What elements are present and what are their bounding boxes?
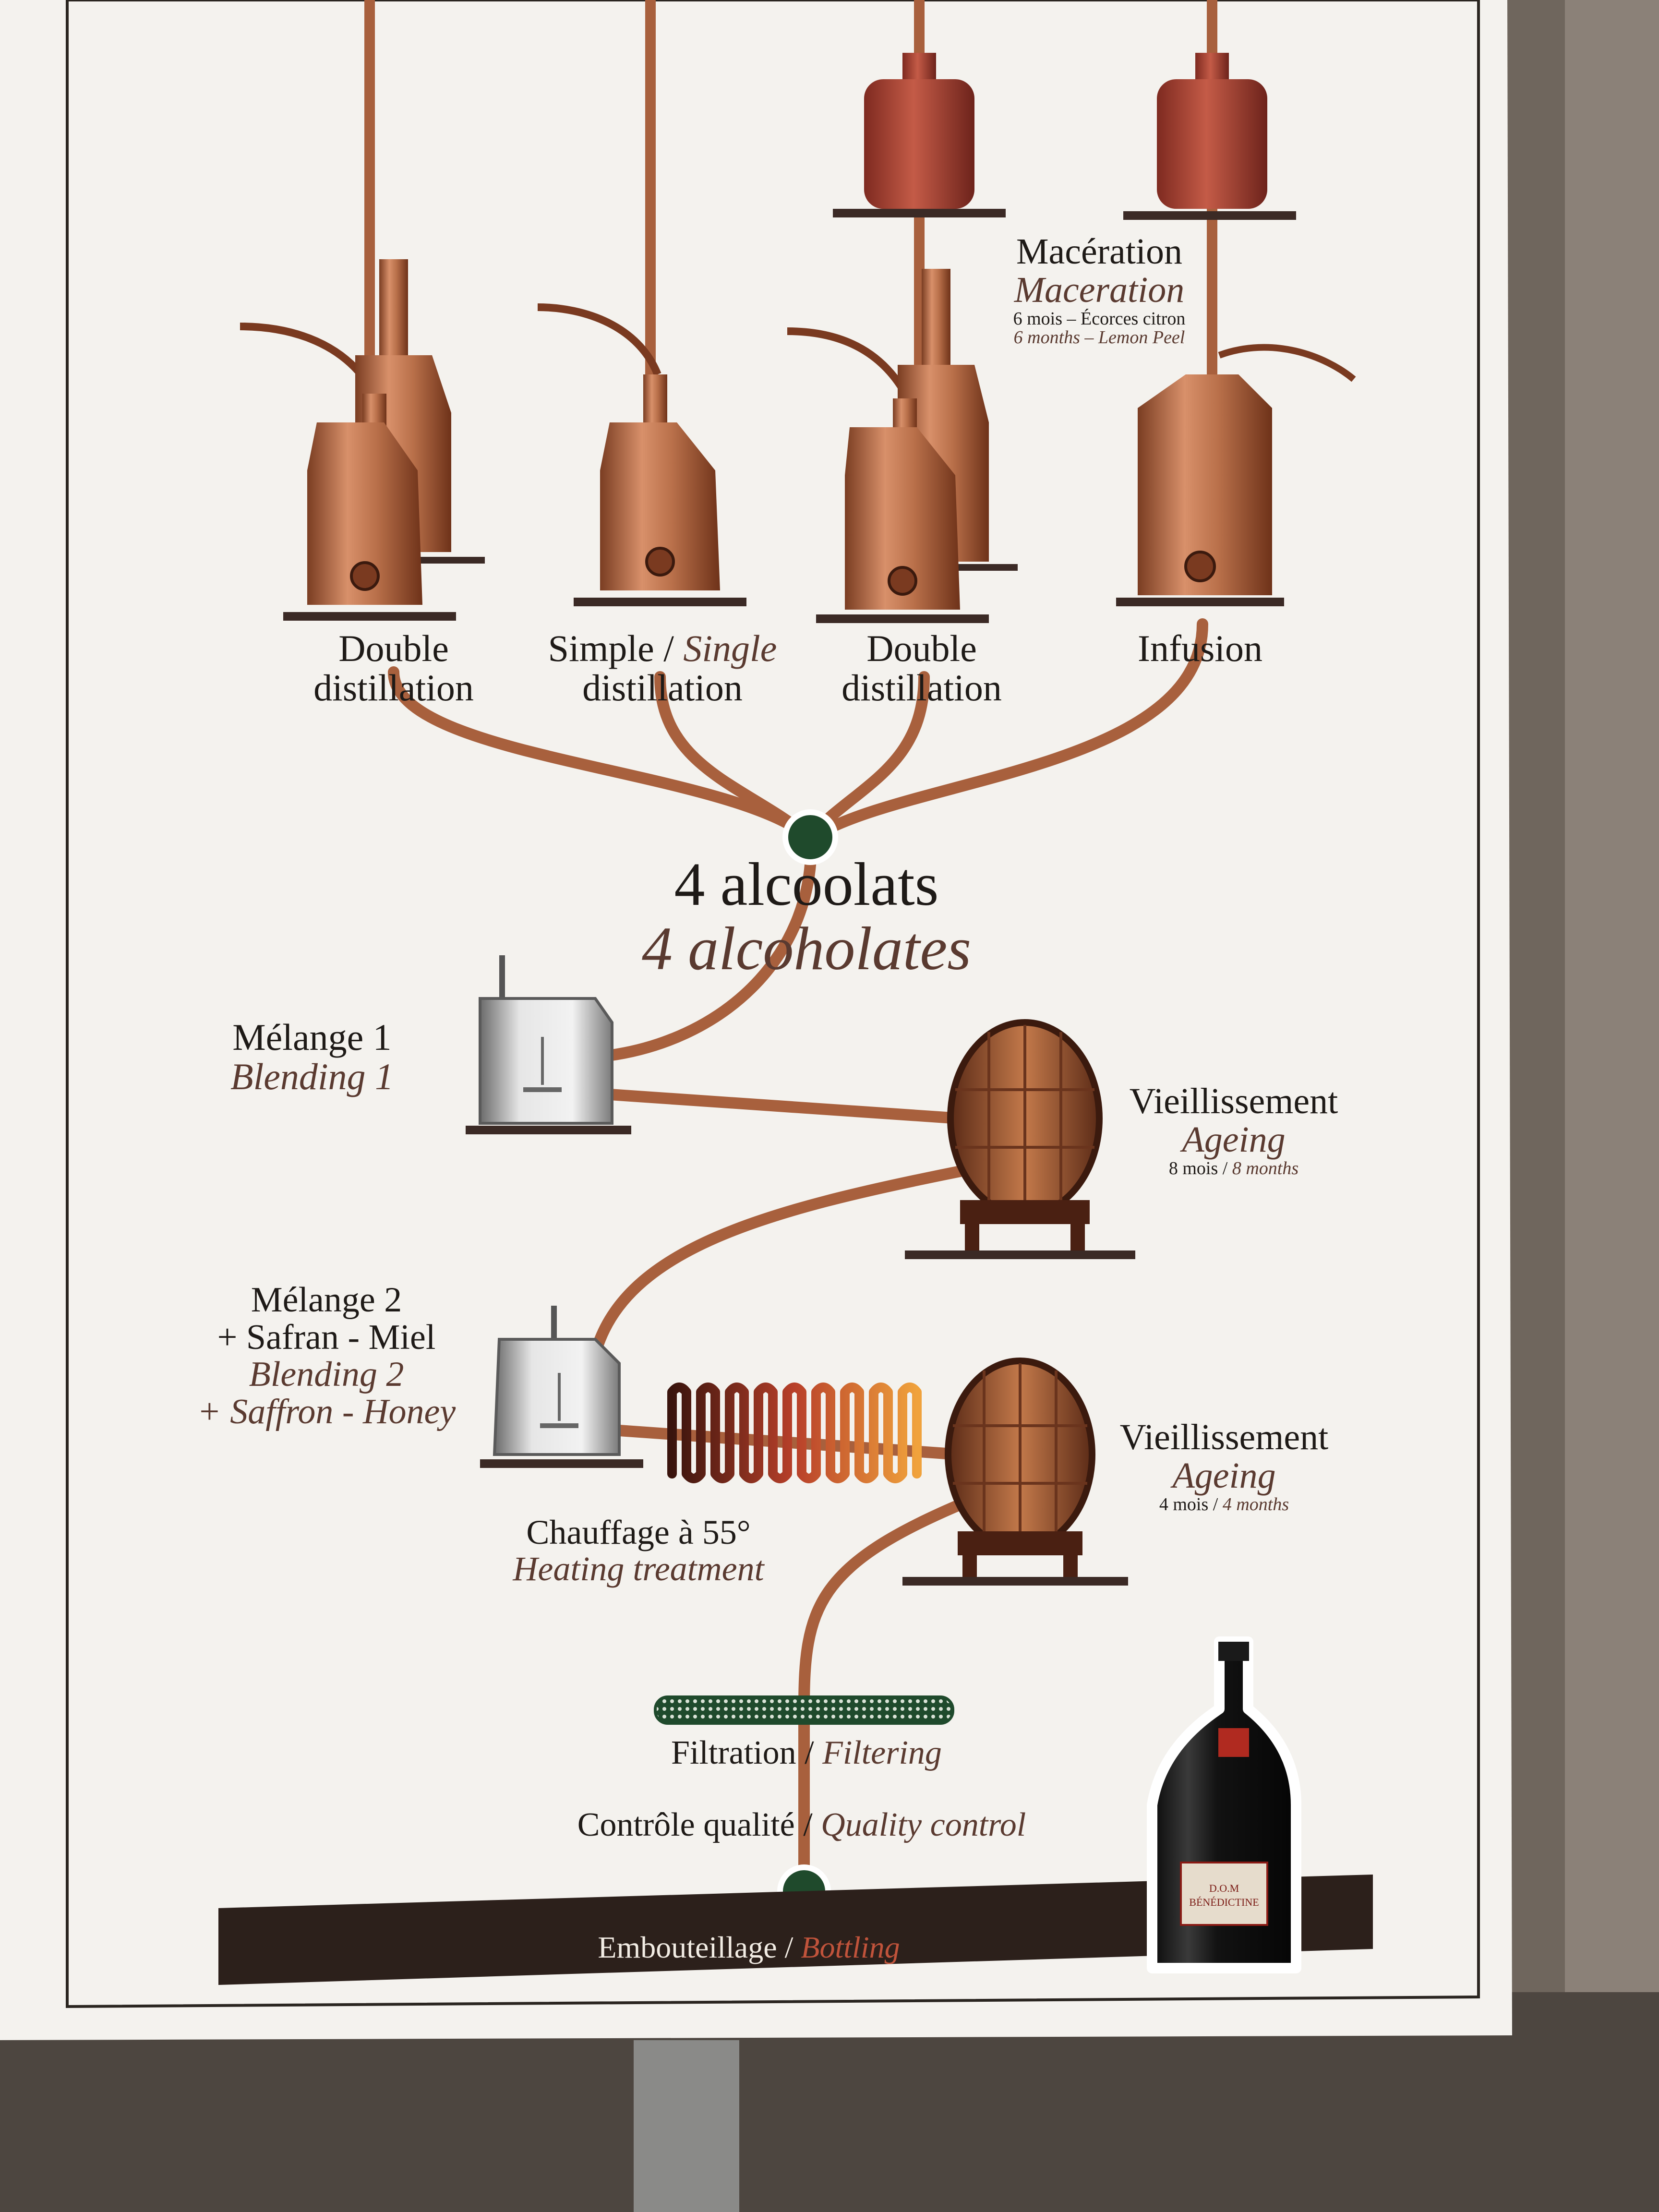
filter-mesh <box>654 1695 954 1725</box>
label-heating: Chauffage à 55° Heating treatment <box>513 1513 764 1588</box>
pipe-blend1-barrel1 <box>604 1089 966 1124</box>
blend-tank-2 <box>480 1306 643 1468</box>
still-simple <box>537 303 746 606</box>
maceration-jar-2 <box>1123 53 1296 220</box>
label-ageing-1: Vieillissement Ageing 8 mois / 8 months <box>1129 1081 1338 1178</box>
label-quality-control: Contrôle qualité / Quality control <box>577 1806 1026 1843</box>
pipe-merge-4 <box>810 618 1208 841</box>
maceration-jar-1 <box>833 53 1006 217</box>
still-double-2 <box>787 269 1018 623</box>
bottling-band <box>218 1875 1373 1985</box>
label-still-double-1: Double distillation <box>313 627 474 709</box>
pipe-network <box>364 0 1217 1897</box>
benedictine-bottle <box>1147 1636 1301 1973</box>
alcoholates-node <box>782 809 838 865</box>
label-still-double-2: Double distillation <box>842 627 1002 709</box>
still-infusion <box>1116 344 1356 606</box>
blend-tank-1 <box>466 955 631 1134</box>
label-blend-2: Mélange 2 + Safran - Miel Blending 2 + S… <box>197 1280 456 1432</box>
pipe-merge-3 <box>805 671 930 841</box>
pipe-barrel2-down <box>798 1497 971 1897</box>
label-still-simple: Simple / Single distillation <box>548 627 777 709</box>
pipe-to-blend-1 <box>599 839 817 1062</box>
label-bottling: Embouteillage / Bottling <box>598 1930 900 1964</box>
ageing-barrel-1 <box>905 1019 1135 1259</box>
stand-leg <box>634 2040 739 2212</box>
label-filtration: Filtration / Filtering <box>671 1734 942 1771</box>
label-infusion: Infusion <box>1138 627 1262 669</box>
poster-border <box>66 0 1480 2008</box>
pipe-merge-2 <box>654 671 812 841</box>
pipe-barrel1-blend2 <box>589 1166 966 1359</box>
label-alcoholates: 4 alcoolats 4 alcoholates <box>641 850 972 983</box>
pipe-merge-1 <box>388 666 812 841</box>
label-ageing-2: Vieillissement Ageing 4 mois / 4 months <box>1119 1417 1329 1515</box>
still-double-1 <box>240 259 485 621</box>
label-maceration: Macération Maceration 6 mois – Écorces c… <box>1013 231 1186 348</box>
ageing-barrel-2 <box>902 1358 1128 1586</box>
heating-coil <box>667 1382 922 1483</box>
label-blend-1: Mélange 1 Blending 1 <box>230 1016 394 1097</box>
right-wall <box>1565 0 1659 1992</box>
bottle-label-text: D.O.M BÉNÉDICTINE <box>1189 1882 1259 1908</box>
